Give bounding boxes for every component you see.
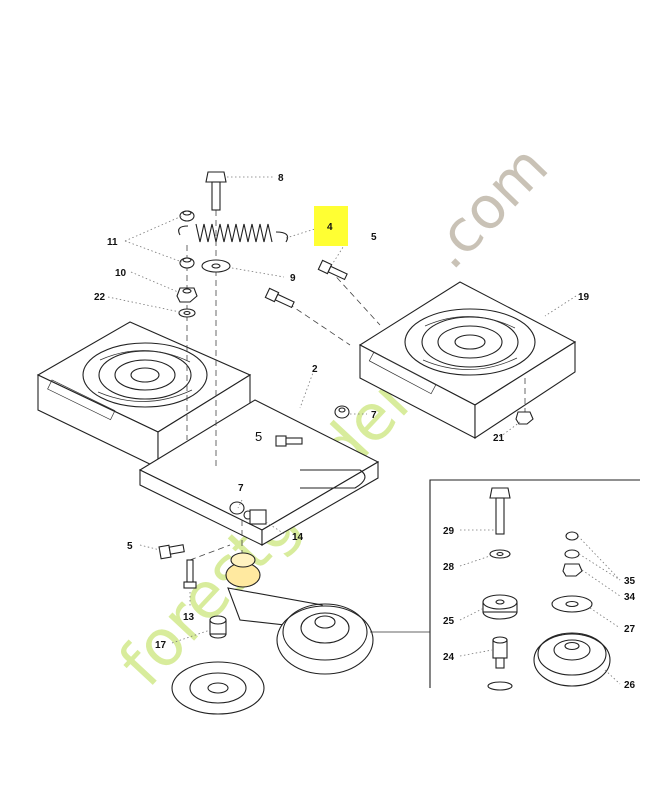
- callout-8: 8: [278, 173, 284, 184]
- callout-9: 9: [290, 273, 296, 284]
- drive-pulley-partial: [171, 661, 265, 715]
- nut-11-top: [179, 210, 195, 222]
- nut-35-a: [565, 531, 579, 541]
- callout-5-lower: 5: [127, 541, 133, 552]
- leader-lines: [107, 176, 621, 685]
- callout-19: 19: [578, 292, 590, 303]
- callout-28: 28: [443, 562, 455, 573]
- callout-25: 25: [443, 616, 455, 627]
- spacer-17: [209, 615, 227, 639]
- bolt-5-lower: [158, 544, 185, 560]
- bushing-24: [492, 636, 508, 669]
- bolt-5-bracket: [275, 435, 303, 447]
- bolt-13: [183, 559, 197, 589]
- spacer-27: [551, 595, 593, 613]
- callout-7-right: 7: [371, 410, 377, 421]
- nut-7-right: [334, 405, 350, 419]
- callout-4: 4: [327, 222, 333, 233]
- callout-35: 35: [624, 576, 636, 587]
- spacer-14: [225, 509, 267, 588]
- idler-bracket: [138, 399, 380, 546]
- bolt-29: [489, 487, 511, 535]
- callout-29: 29: [443, 526, 455, 537]
- bolt-5-top: [317, 259, 348, 281]
- callout-26: 26: [624, 680, 636, 691]
- washer-28: [489, 549, 511, 559]
- washer-9: [201, 259, 231, 273]
- washer-bottom: [487, 681, 513, 691]
- callout-13: 13: [183, 612, 195, 623]
- watermark-domain: .com: [413, 132, 561, 282]
- bolt-5-mid: [264, 287, 295, 309]
- callout-5-bracket: 5: [255, 429, 262, 444]
- callouts: 8 4 5 11 9 10 22 19 2 7 21 5 7 14 5 13 1…: [94, 173, 636, 691]
- spring-4: [178, 223, 289, 243]
- callout-highlight: [314, 206, 348, 246]
- callout-22: 22: [94, 292, 106, 303]
- callout-34: 34: [624, 592, 636, 603]
- nut-21: [515, 411, 534, 425]
- callout-2: 2: [312, 364, 318, 375]
- left-deck-plate: [36, 321, 252, 469]
- washer-22: [178, 308, 196, 318]
- pulley-26: [533, 632, 611, 687]
- nut-7-bracket: [229, 501, 245, 515]
- spacer-25: [482, 594, 518, 620]
- callout-7-lower: 7: [238, 483, 244, 494]
- callout-27: 27: [624, 624, 636, 635]
- detail-inset: [370, 479, 640, 691]
- bolt-8: [205, 171, 227, 211]
- nut-11-lower: [179, 257, 195, 269]
- nut-34: [562, 563, 583, 577]
- callout-10: 10: [115, 268, 127, 279]
- callout-11: 11: [107, 237, 118, 248]
- idler-pulley-main: [276, 603, 374, 675]
- nut-10: [176, 287, 198, 303]
- nut-35-b: [564, 549, 580, 559]
- callout-17: 17: [155, 640, 167, 651]
- callout-5-top: 5: [371, 232, 377, 243]
- callout-14: 14: [292, 532, 304, 543]
- callout-24: 24: [443, 652, 455, 663]
- callout-21: 21: [493, 433, 505, 444]
